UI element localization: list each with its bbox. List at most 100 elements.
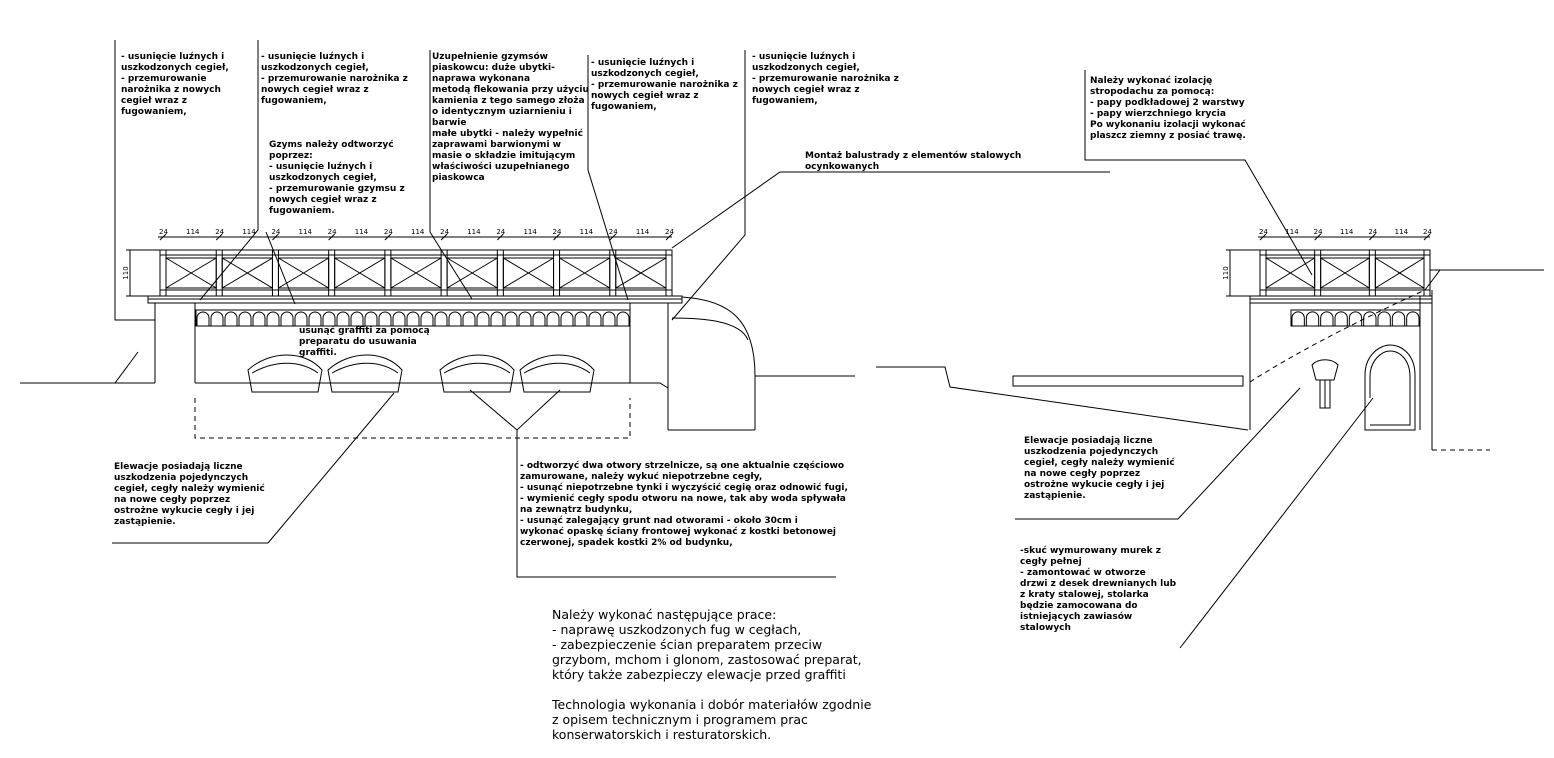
dimension-span-label: 114 xyxy=(299,228,313,236)
balustrade-cross xyxy=(1265,257,1315,289)
cornice-arch xyxy=(378,311,392,326)
dimension-post-label: 24 xyxy=(1423,228,1432,236)
balustrade-post xyxy=(665,249,673,297)
balustrade-post xyxy=(1314,249,1322,297)
dimension-height-label: 110 xyxy=(122,266,130,279)
cornice-arch xyxy=(1348,311,1363,326)
cornice-arch xyxy=(1320,311,1334,326)
balustrade-post xyxy=(496,249,504,297)
dimension-post-label: 24 xyxy=(496,228,505,236)
balustrade-cross xyxy=(615,257,667,289)
balustrade-post xyxy=(1368,249,1376,297)
dimension-post-label: 24 xyxy=(215,228,224,236)
balustrade-post xyxy=(271,249,279,297)
dimension-post-label: 24 xyxy=(440,228,449,236)
annotation-corner-4: - usunięcie luźnych i uszkodzonych cegie… xyxy=(752,52,899,106)
cornice-arch xyxy=(280,311,294,326)
annotation-balustrade: Montaż balustrady z elementów stalowych … xyxy=(805,151,1022,172)
dimension-span-label: 114 xyxy=(636,228,650,236)
balustrade-cross xyxy=(221,257,273,289)
cornice-arch xyxy=(546,311,560,326)
dimension-lines xyxy=(126,236,1430,297)
cornice-arch xyxy=(294,311,308,326)
balustrade-post xyxy=(328,249,336,297)
dimension-post-label: 24 xyxy=(384,228,393,236)
cornice-arch xyxy=(490,311,504,326)
dimension-post-label: 24 xyxy=(665,228,674,236)
balustrade-cross xyxy=(278,257,329,289)
cornice-arch xyxy=(1406,311,1420,326)
cornice-arch xyxy=(448,311,462,326)
dimension-span-label: 114 xyxy=(1340,228,1354,236)
dimension-span-label: 114 xyxy=(242,228,256,236)
cornice-arch xyxy=(1391,311,1406,326)
dimension-post-label: 24 xyxy=(328,228,337,236)
dimension-height-label: 110 xyxy=(1222,266,1230,279)
dimension-span-label: 114 xyxy=(580,228,594,236)
cornice-arch xyxy=(350,311,364,326)
balustrade-cross xyxy=(390,257,442,289)
cornice-arch xyxy=(406,311,420,326)
balustrade-post xyxy=(384,249,392,297)
cornice-arch xyxy=(308,311,322,326)
annotation-general-works: Należy wykonać następujące prace: - napr… xyxy=(552,607,872,742)
cornice-arch xyxy=(252,311,266,326)
cornice-arch xyxy=(616,311,630,326)
annotation-corner-left: - usunięcie luźnych i uszkodzonych cegie… xyxy=(121,52,229,117)
dimension-post-label: 24 xyxy=(159,228,168,236)
annotation-sandstone-cornice: Uzupełnienie gzymsów piaskowcu: duże uby… xyxy=(432,52,589,183)
dimension-post-label: 24 xyxy=(1314,228,1323,236)
cornice-arch xyxy=(434,311,448,326)
cornice-arch xyxy=(1363,311,1377,326)
cornice-arch xyxy=(574,311,588,326)
cornice-arch xyxy=(392,311,406,326)
dimension-post-label: 24 xyxy=(1368,228,1377,236)
balustrade-post xyxy=(159,249,167,297)
annotation-door: -skuć wymurowany murek z cegły pełnej - … xyxy=(1020,546,1177,633)
cornice-arch xyxy=(420,311,434,326)
balustrade-post xyxy=(215,249,223,297)
cornice-arch xyxy=(196,311,210,326)
cornice-arch xyxy=(1291,311,1305,326)
annotation-corner-3: - usunięcie luźnych i uszkodzonych cegie… xyxy=(591,58,738,112)
building-right xyxy=(1249,249,1490,451)
balustrade-cross xyxy=(1375,257,1425,289)
cornice-arch xyxy=(210,311,224,326)
dimension-span-label: 114 xyxy=(523,228,537,236)
dimension-post-label: 24 xyxy=(271,228,280,236)
ground-line-left xyxy=(20,375,855,389)
annotation-roof-insulation: Należy wykonać izolację stropodachu za p… xyxy=(1090,76,1246,141)
dimension-span-label: 114 xyxy=(467,228,481,236)
annotation-graffiti: usunąć graffiti za pomocą preparatu do u… xyxy=(299,326,430,358)
dimension-post-label: 24 xyxy=(1259,228,1268,236)
cornice-arch xyxy=(476,311,490,326)
annotation-bricks-left: Elewacje posiadają liczne uszkodzenia po… xyxy=(114,462,265,527)
cornice-arch xyxy=(560,311,574,326)
balustrade-post xyxy=(440,249,448,297)
cornice-arch xyxy=(266,311,280,326)
cornice-arch xyxy=(602,311,616,326)
balustrade-cross xyxy=(165,257,217,289)
cornice-arch xyxy=(588,311,602,326)
balustrade-post xyxy=(1423,249,1431,297)
balustrade-post xyxy=(1259,249,1267,297)
cornice-arch xyxy=(364,311,378,326)
dimension-span-label: 114 xyxy=(355,228,369,236)
ground-line-right xyxy=(876,269,1544,431)
cornice-arch xyxy=(518,311,532,326)
cornice-arch xyxy=(322,311,336,326)
balustrade-cross xyxy=(559,257,611,289)
cornice-arch xyxy=(462,311,476,326)
balustrade-cross xyxy=(503,257,554,289)
main-building-left xyxy=(147,295,756,439)
dimension-span-label: 114 xyxy=(1395,228,1409,236)
dimension-span-label: 114 xyxy=(1285,228,1299,236)
annotation-loopholes: - odtworzyć dwa otwory strzelnicze, są o… xyxy=(520,461,848,548)
cornice-arch xyxy=(504,311,518,326)
balustrade-left xyxy=(159,249,673,297)
annotation-corner-2: - usunięcie luźnych i uszkodzonych cegie… xyxy=(261,52,408,106)
annotation-cornice-restore: Gzyms należy odtworzyć poprzez: - usunię… xyxy=(269,140,405,216)
leader-lines xyxy=(112,40,1374,649)
balustrade-cross xyxy=(446,257,498,289)
cornice-arch xyxy=(1334,311,1348,326)
